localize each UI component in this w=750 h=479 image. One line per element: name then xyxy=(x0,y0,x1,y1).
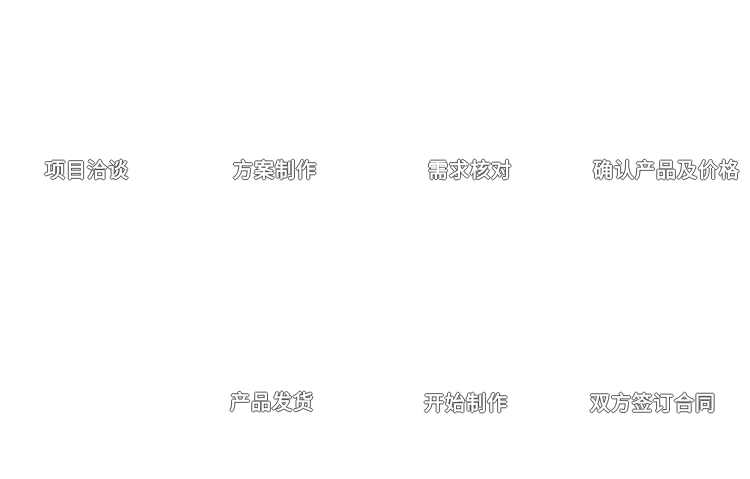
step-project-discussion-label: 项目洽谈 xyxy=(45,160,129,182)
step-start-production-label: 开始制作 xyxy=(424,393,508,415)
step-requirement-check-label: 需求核对 xyxy=(428,160,512,182)
step-sign-contract-label: 双方签订合同 xyxy=(590,393,716,415)
step-confirm-product-price-label: 确认产品及价格 xyxy=(593,160,740,182)
step-product-shipping-label: 产品发货 xyxy=(230,392,314,414)
step-plan-creation-label: 方案制作 xyxy=(233,160,317,182)
